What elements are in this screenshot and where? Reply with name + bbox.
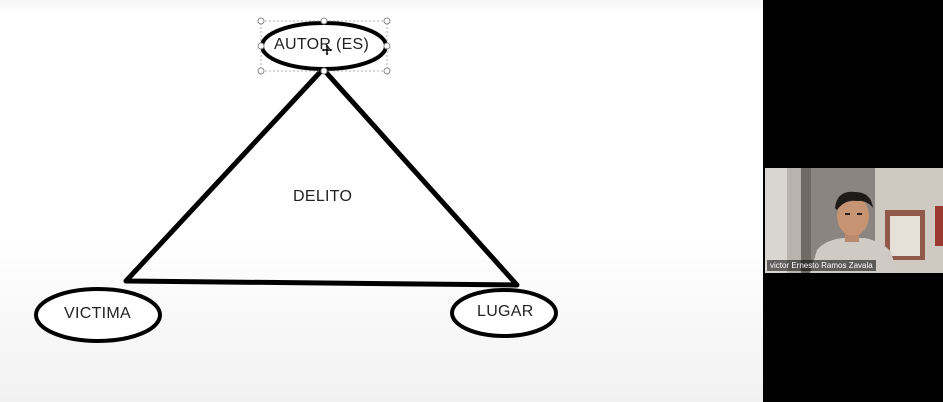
node-label-autor: AUTOR (ES)	[274, 36, 370, 53]
lugar-ellipse	[450, 288, 558, 338]
participant-video-tile[interactable]: victor Ernesto Ramos Zavala	[765, 168, 943, 273]
move-cursor-icon	[320, 43, 334, 57]
node-label-lugar: LUGAR	[477, 303, 534, 320]
diagram-canvas	[34, 17, 558, 343]
node-label-victima: VICTIMA	[64, 305, 131, 322]
center-label-delito: DELITO	[293, 188, 353, 205]
crime-triangle	[123, 66, 520, 288]
participant-video	[765, 168, 943, 273]
presentation-slide: AUTOR (ES) DELITO VICTIMA LUGAR	[0, 0, 763, 402]
selection-handles[interactable]	[257, 17, 391, 75]
participant-name-label: victor Ernesto Ramos Zavala	[767, 260, 876, 271]
victima-ellipse	[34, 287, 162, 343]
